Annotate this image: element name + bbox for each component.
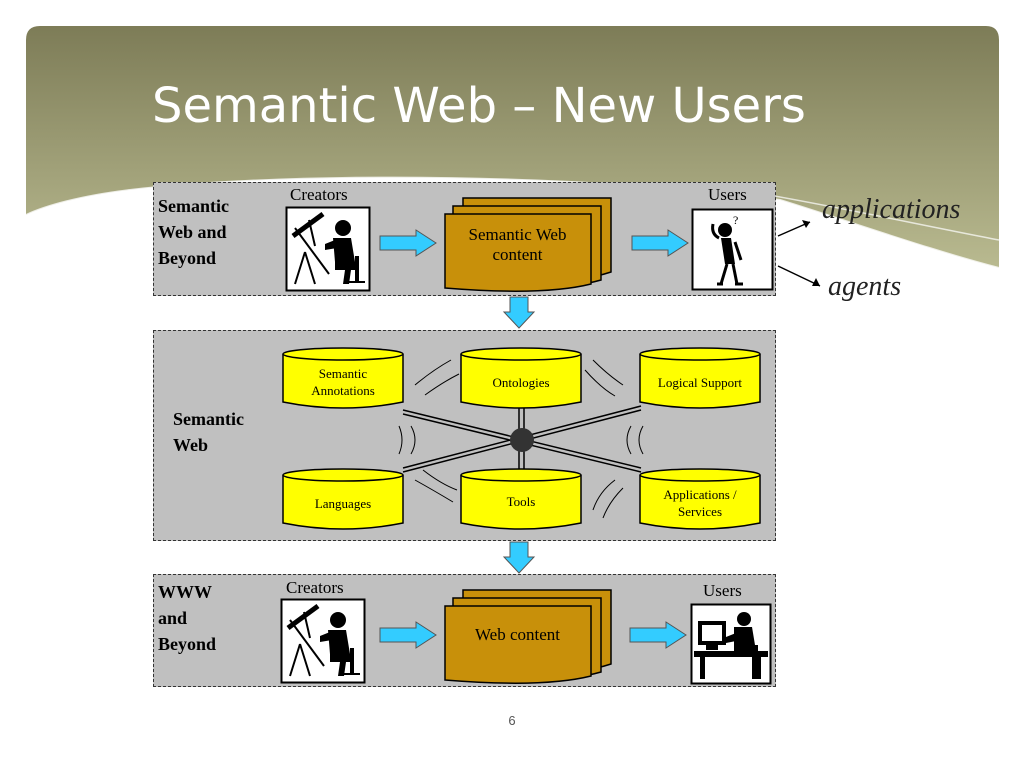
down-arrow	[502, 541, 536, 574]
flow-arrow	[631, 229, 689, 257]
middle-layer-label: Semantic Web	[173, 409, 244, 455]
bottom-layer-label: WWW and Beyond	[158, 582, 217, 654]
database-label-semantic-annotations: Semantic Annotations	[311, 366, 375, 398]
flow-arrow	[379, 229, 437, 257]
drafting-person-icon	[285, 206, 371, 292]
database-cylinder	[282, 468, 404, 530]
semantic-web-content-label: Semantic Web content	[468, 225, 567, 264]
applications-label: applications	[822, 194, 961, 225]
database-label-logical-support: Logical Support	[657, 374, 743, 390]
svg-text:?: ?	[733, 213, 738, 227]
top-users-label: Users	[708, 185, 747, 204]
database-cylinder	[282, 347, 404, 409]
database-cylinder	[639, 468, 761, 530]
output-arrows	[777, 220, 821, 287]
slide-title: Semantic Web – New Users	[152, 78, 806, 134]
slide-number: 6	[508, 713, 516, 728]
bottom-creators-label: Creators	[286, 578, 344, 597]
web-content-document	[444, 589, 612, 684]
database-label-languages: Languages	[314, 495, 372, 511]
database-cylinder	[460, 347, 582, 409]
confused-person-icon: ?	[691, 208, 774, 291]
down-arrow	[502, 296, 536, 329]
database-cylinder	[639, 347, 761, 409]
flow-arrow	[379, 621, 437, 649]
database-label-applications-services: Applications / Services	[663, 487, 737, 519]
agents-label: agents	[828, 271, 902, 302]
drafting-person-icon	[280, 598, 366, 684]
top-layer-label: Semantic Web and Beyond	[158, 196, 229, 268]
database-label-ontologies: Ontologies	[492, 374, 550, 390]
top-creators-label: Creators	[290, 185, 348, 204]
semantic-web-content-document	[444, 197, 612, 292]
web-content-label: Web content	[474, 625, 561, 644]
semantic-web-network	[398, 359, 644, 519]
database-label-tools: Tools	[506, 493, 536, 509]
computer-user-icon	[690, 603, 772, 685]
bottom-users-label: Users	[703, 581, 742, 600]
database-cylinder	[460, 468, 582, 530]
flow-arrow	[629, 621, 687, 649]
